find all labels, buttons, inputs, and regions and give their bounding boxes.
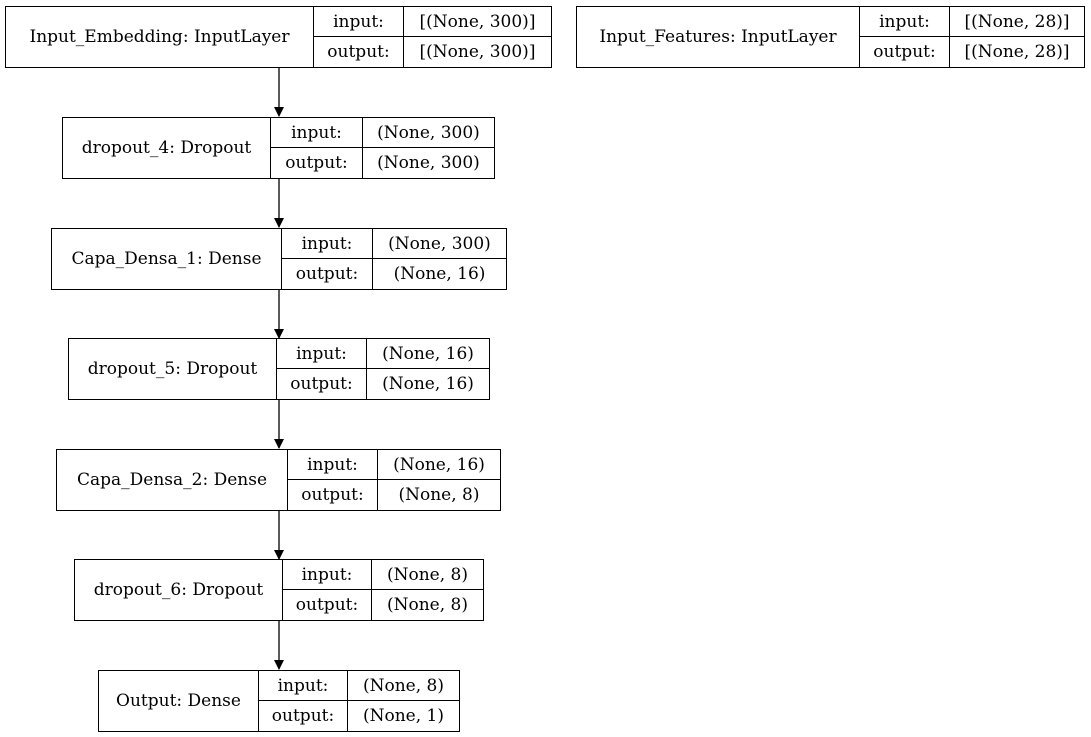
input-label: input: xyxy=(314,7,404,37)
node-input-embedding: Input_Embedding: InputLayer input: [(Non… xyxy=(5,6,552,68)
output-shape: [(None, 28)] xyxy=(964,42,1070,62)
input-shape: (None, 16) xyxy=(367,339,489,369)
input-label: input: xyxy=(271,118,363,148)
output-label: output: xyxy=(271,148,363,178)
input-shape: (None, 300) xyxy=(373,229,506,259)
input-label: input: xyxy=(860,7,950,37)
node-dropout-6: dropout_6: Dropout input: (None, 8) outp… xyxy=(74,559,484,621)
output-label: output: xyxy=(860,37,950,67)
input-label: input: xyxy=(283,560,372,590)
input-label: input: xyxy=(282,229,373,259)
node-capa-densa-2: Capa_Densa_2: Dense input: (None, 16) ou… xyxy=(56,449,501,511)
node-name: Input_Features: InputLayer xyxy=(577,7,860,67)
output-label: output: xyxy=(282,259,373,289)
output-shape: (None, 8) xyxy=(398,485,480,505)
node-name: Input_Embedding: InputLayer xyxy=(6,7,314,67)
output-shape: (None, 300) xyxy=(377,153,480,173)
node-name: dropout_6: Dropout xyxy=(75,560,283,620)
output-label: output: xyxy=(277,369,367,399)
output-shape: (None, 8) xyxy=(386,595,468,615)
input-shape: (None, 8) xyxy=(348,671,459,701)
output-shape: (None, 1) xyxy=(362,706,444,726)
node-name: Capa_Densa_1: Dense xyxy=(52,229,282,289)
node-name: dropout_4: Dropout xyxy=(63,118,271,178)
node-capa-densa-1: Capa_Densa_1: Dense input: (None, 300) o… xyxy=(51,228,507,290)
input-shape: (None, 300) xyxy=(363,118,494,148)
node-name: Output: Dense xyxy=(99,671,259,731)
node-name: Capa_Densa_2: Dense xyxy=(57,450,288,510)
output-shape: (None, 16) xyxy=(382,374,474,394)
node-input-features: Input_Features: InputLayer input: [(None… xyxy=(576,6,1085,68)
output-shape: (None, 16) xyxy=(393,264,486,284)
input-shape: (None, 8) xyxy=(372,560,483,590)
node-output: Output: Dense input: (None, 8) output: (… xyxy=(98,670,460,732)
input-shape: (None, 16) xyxy=(378,450,500,480)
output-shape: [(None, 300)] xyxy=(419,42,536,62)
output-label: output: xyxy=(288,480,378,510)
output-label: output: xyxy=(314,37,404,67)
output-label: output: xyxy=(259,701,348,731)
node-name: dropout_5: Dropout xyxy=(69,339,277,399)
input-label: input: xyxy=(288,450,378,480)
input-shape: [(None, 300)] xyxy=(404,7,551,37)
input-label: input: xyxy=(259,671,348,701)
input-label: input: xyxy=(277,339,367,369)
input-shape: [(None, 28)] xyxy=(950,7,1084,37)
node-dropout-5: dropout_5: Dropout input: (None, 16) out… xyxy=(68,338,490,400)
output-label: output: xyxy=(283,590,372,620)
node-dropout-4: dropout_4: Dropout input: (None, 300) ou… xyxy=(62,117,495,179)
